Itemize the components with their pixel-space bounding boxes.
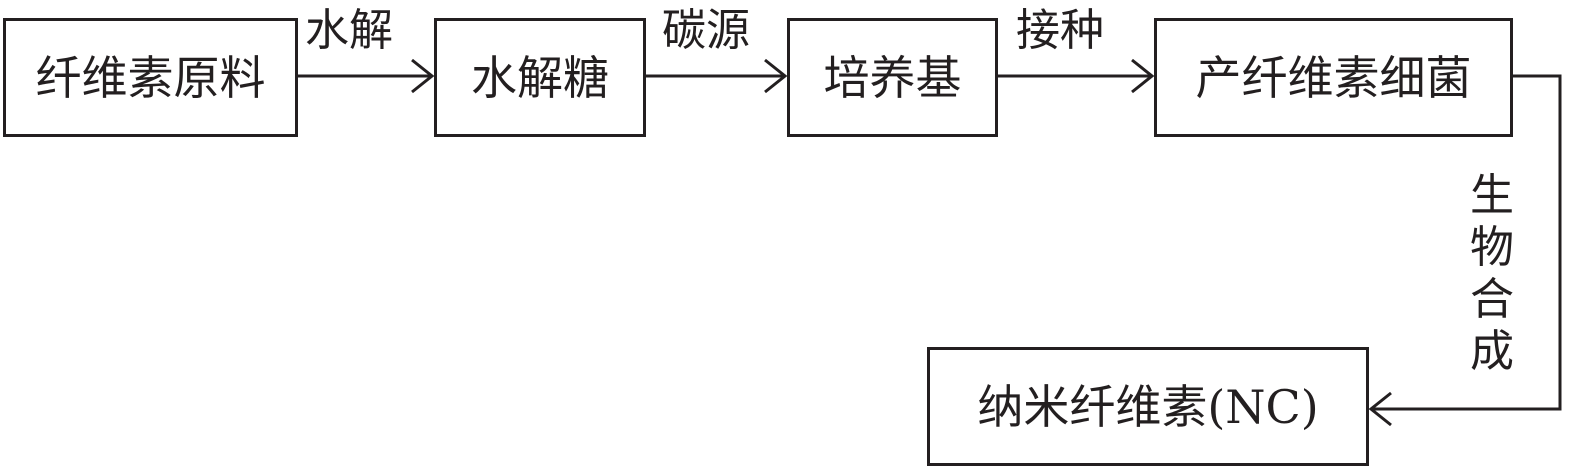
arrow-carbon-source <box>645 58 788 94</box>
node-nanocellulose: 纳米纤维素(NC) <box>927 347 1369 466</box>
edge-label-hydrolysis: 水解 <box>305 5 393 56</box>
edge-label-inoculation: 接种 <box>1016 5 1104 56</box>
arrow-biosynthesis <box>1368 74 1562 427</box>
node-label: 水解糖 <box>471 50 609 105</box>
node-label: 纳米纤维素(NC) <box>977 379 1319 434</box>
arrow-hydrolysis <box>297 58 435 94</box>
node-culture-medium: 培养基 <box>787 18 998 137</box>
node-label: 培养基 <box>823 50 962 105</box>
node-label: 产纤维素细菌 <box>1195 50 1472 105</box>
node-hydrolyzed-sugar: 水解糖 <box>434 18 646 137</box>
node-cellulose-raw-material: 纤维素原料 <box>3 18 298 137</box>
edge-label-biosynthesis: 生物合成 <box>1470 170 1514 377</box>
edge-label-carbon-source: 碳源 <box>662 5 750 56</box>
arrow-inoculation <box>997 58 1155 94</box>
node-cellulose-producing-bacteria: 产纤维素细菌 <box>1154 18 1513 137</box>
node-label: 纤维素原料 <box>35 50 266 105</box>
